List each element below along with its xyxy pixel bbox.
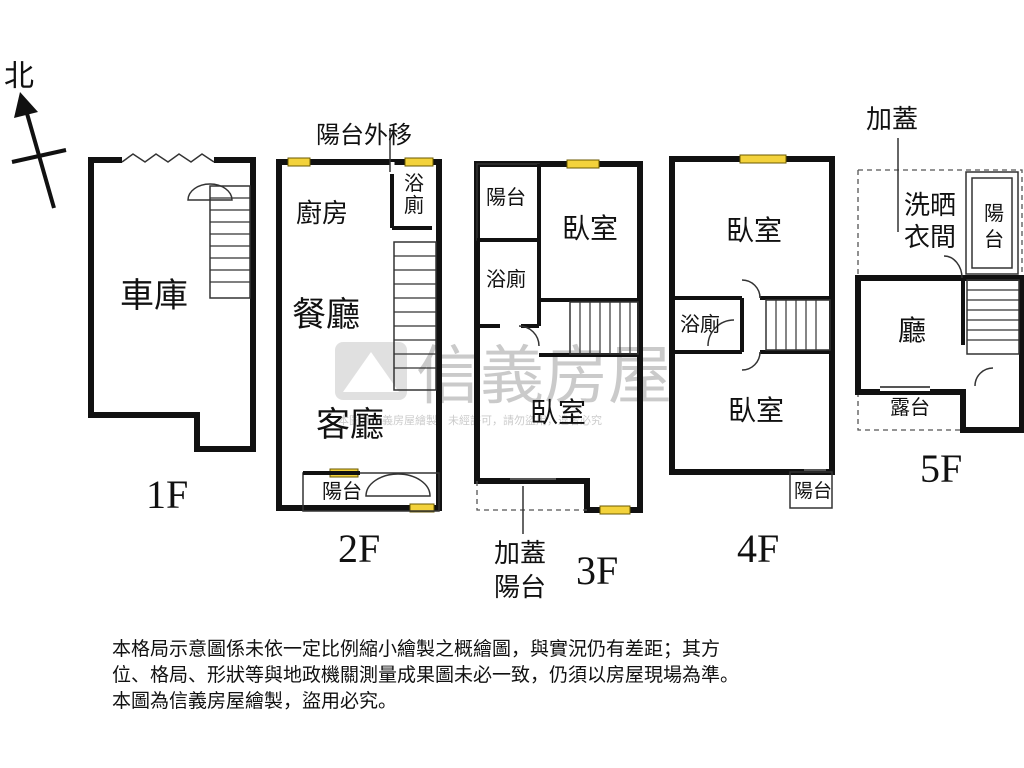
watermark-fine-print: 本圖為信義房屋繪製，未經許可，請勿盜用，違者必究 [338, 413, 602, 427]
room-3f-balcony: 陽台 [486, 185, 526, 209]
floor-label-3f: 3F [576, 548, 618, 593]
room-5f-balcony-bottom: 台 [984, 227, 1004, 251]
floor-label-2f: 2F [338, 526, 380, 571]
disclaimer: 本格局示意圖係未依一定比例縮小繪製之概繪圖，與實況仍有差距；其方 位、格局、形狀… [112, 636, 902, 714]
room-4f-bedroom-north: 臥室 [726, 214, 782, 247]
room-4f-bathroom: 浴廁 [680, 312, 720, 336]
room-5f-balcony-top: 陽 [984, 201, 1004, 225]
label-3f-addon-balcony: 陽台 [494, 573, 546, 603]
disclaimer-line-1: 本格局示意圖係未依一定比例縮小繪製之概繪圖，與實況仍有差距；其方 [112, 638, 721, 660]
floor-1f: 車庫 1F [88, 153, 256, 517]
label-3f-addon: 加蓋 [494, 539, 546, 569]
room-2f-bath-bottom: 廁 [404, 193, 424, 217]
room-5f-laundry-bottom: 衣間 [904, 223, 956, 253]
staircase-5f [967, 289, 1019, 341]
room-3f-bathroom: 浴廁 [486, 267, 526, 291]
label-2f-balcony-moved: 陽台外移 [316, 121, 412, 149]
north-arrow-icon [14, 92, 38, 118]
room-4f-balcony: 陽台 [794, 480, 832, 502]
staircase-3f [579, 302, 631, 354]
room-2f-balcony: 陽台 [322, 479, 362, 503]
floor-label-4f: 4F [737, 526, 779, 571]
room-2f-kitchen: 廚房 [296, 199, 348, 229]
room-4f-bedroom-south: 臥室 [728, 394, 784, 427]
room-5f-hall: 廳 [898, 314, 926, 347]
floor-2f: 陽台外移 廚房 浴 廁 餐廳 客廳 陽台 2F [276, 121, 442, 571]
brand-logo-icon [335, 342, 407, 400]
label-5f-addon: 加蓋 [866, 105, 918, 135]
staircase-2f [394, 255, 436, 369]
room-5f-laundry-top: 洗晒 [904, 191, 956, 221]
staircase-1f [210, 197, 250, 283]
staircase-4f [775, 300, 817, 350]
room-2f-living: 客廳 [316, 405, 384, 445]
north-label: 北 [4, 59, 34, 94]
room-2f-dining: 餐廳 [292, 295, 360, 335]
watermark-brand: 信義房屋 [416, 340, 672, 414]
floor-3f: 陽台 臥室 浴廁 臥室 加蓋 陽台 3F [474, 159, 643, 603]
floor-4f: 臥室 浴廁 臥室 陽台 4F [669, 154, 835, 571]
room-3f-bedroom-north: 臥室 [562, 212, 618, 245]
disclaimer-line-2: 位、格局、形狀等與地政機關測量成果圖未必一致，仍須以房屋現場為準。 [112, 664, 740, 686]
room-5f-terrace: 露台 [890, 395, 930, 419]
room-2f-bath-top: 浴 [404, 171, 424, 195]
floor-5f: 加蓋 洗晒 衣間 陽 台 廳 露台 5F [855, 105, 1024, 491]
room-1f-garage: 車庫 [120, 276, 188, 316]
floor-label-5f: 5F [920, 446, 962, 491]
north-compass: 北 [4, 59, 67, 209]
floor-plan-diagram: 北 信義房屋 本圖為信義房屋繪製，未經許可，請勿盜用，違者必究 車庫 1F [4, 59, 1024, 603]
disclaimer-line-3: 本圖為信義房屋繪製，盜用必究。 [112, 690, 398, 712]
floor-label-1f: 1F [146, 472, 188, 517]
watermark: 信義房屋 本圖為信義房屋繪製，未經許可，請勿盜用，違者必究 [335, 340, 672, 427]
room-3f-bedroom-south: 臥室 [530, 396, 586, 429]
